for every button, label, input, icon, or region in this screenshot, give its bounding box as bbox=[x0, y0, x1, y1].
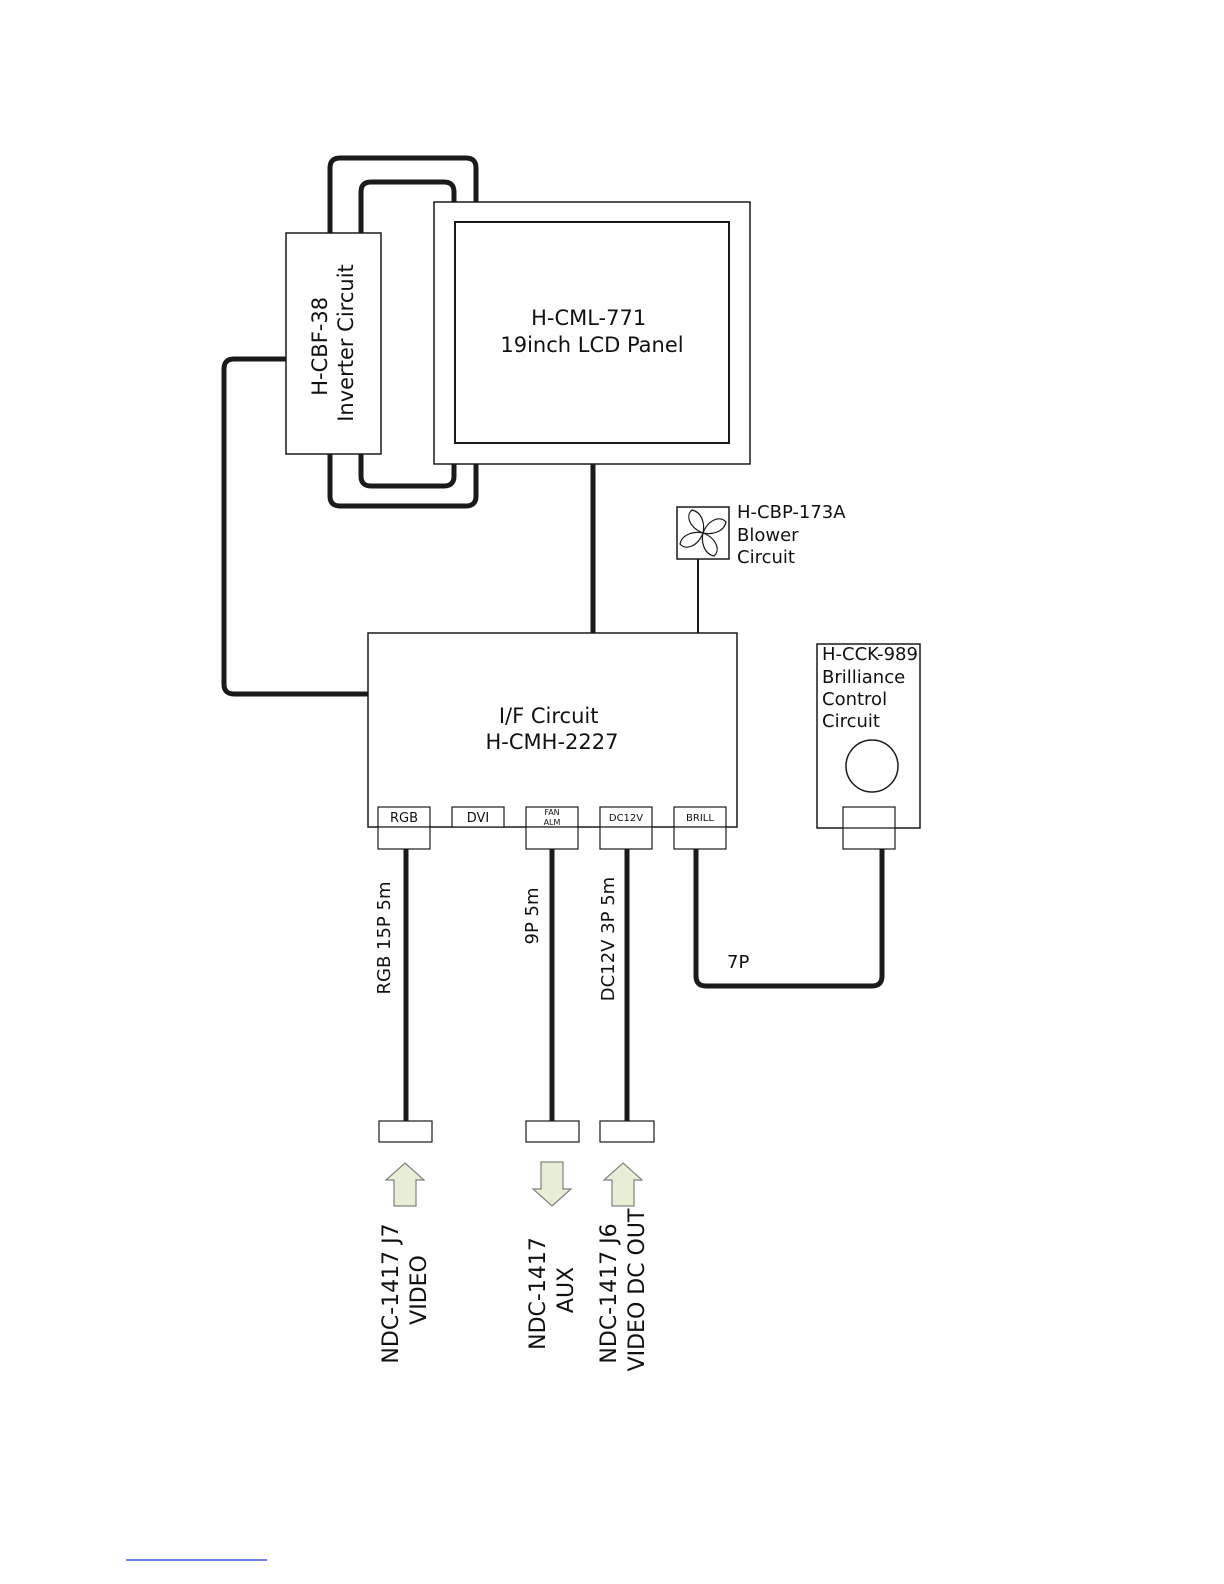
aux-cable-label: 9P 5m bbox=[522, 887, 543, 944]
cables-down bbox=[406, 849, 882, 1122]
arrow-up-video-icon bbox=[386, 1163, 424, 1206]
arrow-up-dc-icon bbox=[604, 1163, 642, 1206]
plug-rgb bbox=[378, 827, 430, 849]
port-brill-label: BRILL bbox=[686, 813, 714, 824]
brill-cable bbox=[696, 849, 882, 986]
blower-label: H-CBP-173A Blower Circuit bbox=[737, 502, 851, 568]
brill-cable-label: 7P bbox=[727, 952, 749, 973]
rgb-cable-label: RGB 15P 5m bbox=[374, 882, 395, 995]
port-rgb-label: RGB bbox=[390, 811, 418, 826]
plug-dc12v bbox=[600, 827, 652, 849]
end-connector-video bbox=[379, 1121, 432, 1142]
aux-dest-label: NDC-1417 AUX bbox=[526, 1230, 579, 1350]
end-connector-aux bbox=[526, 1121, 579, 1142]
fan-icon bbox=[677, 507, 729, 559]
port-dvi-label: DVI bbox=[467, 811, 490, 826]
if-ports: RGB DVI FAN ALM DC12V BRILL bbox=[378, 807, 726, 827]
knob-icon bbox=[846, 740, 898, 792]
port-fan-label: FAN bbox=[544, 808, 559, 817]
end-connectors bbox=[379, 1121, 654, 1142]
dc-cable-label: DC12V 3P 5m bbox=[598, 877, 619, 1001]
video-dest-label: NDC-1417 J7 VIDEO bbox=[379, 1216, 432, 1363]
arrow-down-aux-icon bbox=[533, 1162, 571, 1206]
plug-brill bbox=[674, 827, 726, 849]
plug-fan bbox=[526, 827, 578, 849]
end-connector-dc bbox=[600, 1121, 654, 1142]
dc-dest-label: NDC-1417 J6 VIDEO DC OUT bbox=[597, 1208, 650, 1371]
port-alm-label: ALM bbox=[544, 818, 561, 827]
port-dc12v-label: DC12V bbox=[609, 813, 643, 824]
if-connector-plugs bbox=[378, 827, 726, 849]
